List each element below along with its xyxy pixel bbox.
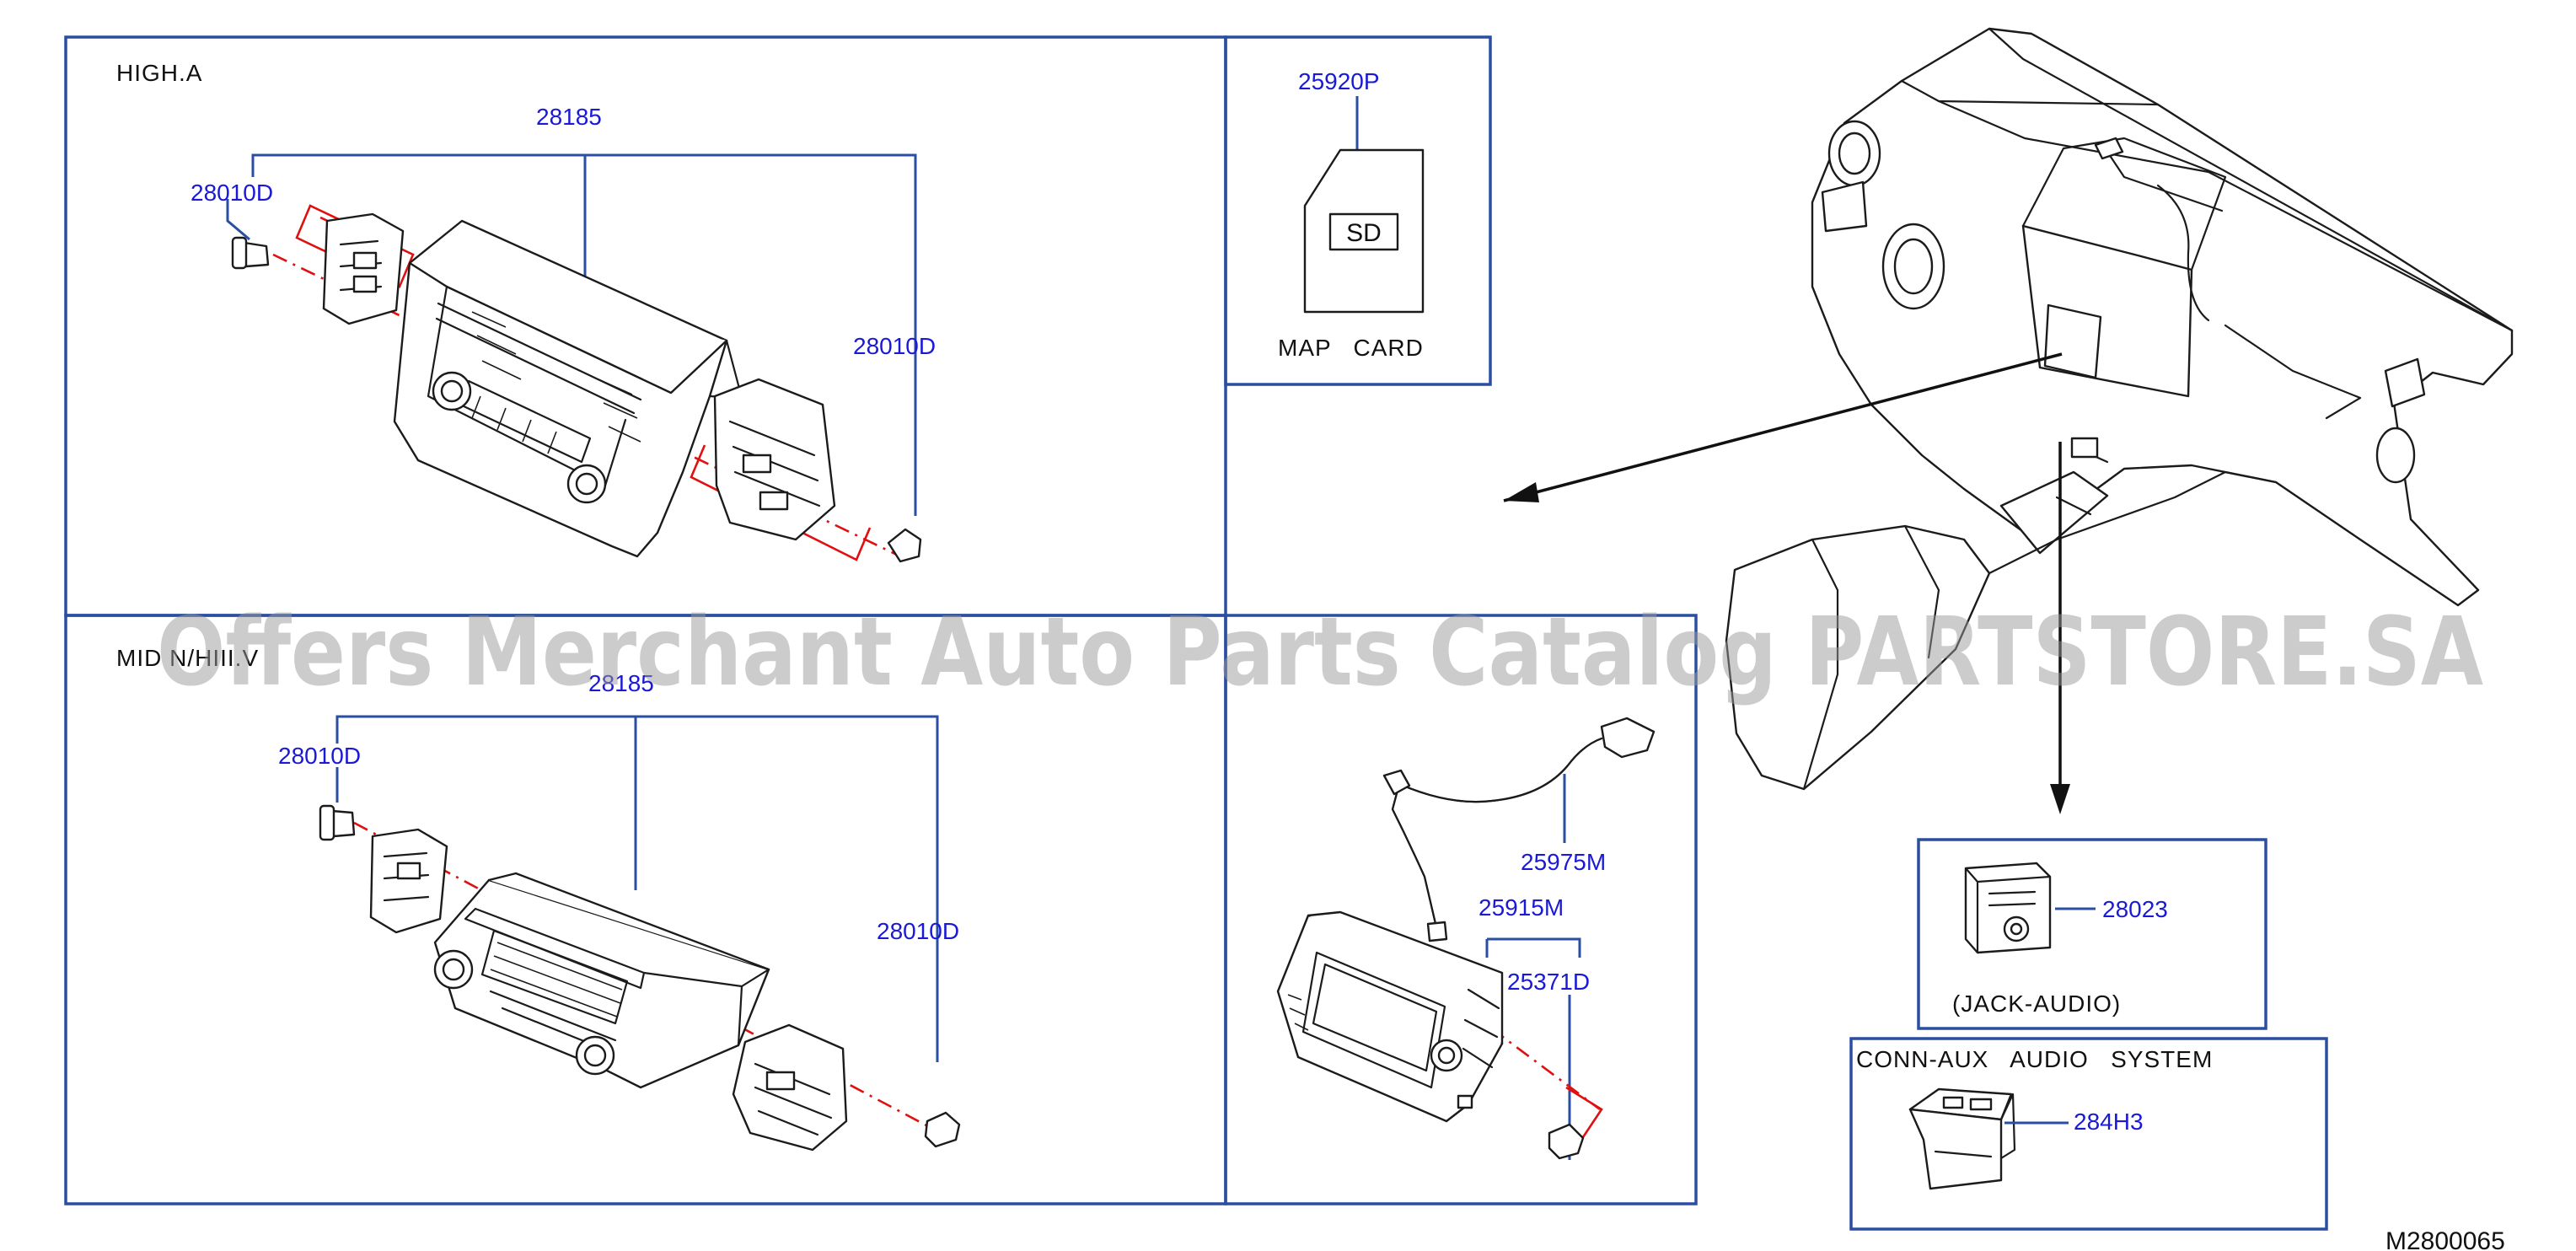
nav-part-antenna[interactable]: 25975M: [1521, 849, 1606, 875]
panel-nav-frame: [1224, 614, 1698, 1205]
jack-audio-icon[interactable]: [1964, 862, 2052, 954]
nav-head-unit[interactable]: [1276, 910, 1603, 1160]
aux-connector-icon[interactable]: [1908, 1087, 2016, 1190]
high-radio-unit[interactable]: [231, 204, 922, 563]
dashboard-illustration: [1503, 27, 2514, 814]
sd-caption: MAP CARD: [1278, 335, 1424, 361]
mid-radio-unit[interactable]: [319, 804, 961, 1152]
mid-part-screw-left[interactable]: 28010D: [278, 743, 361, 769]
panel-aux-frame: [1849, 1037, 2328, 1231]
panel-jack-frame: [1917, 838, 2267, 1030]
nav-antenna-cable[interactable]: [1382, 717, 1656, 942]
nav-part-unit[interactable]: 25915M: [1479, 894, 1564, 921]
panel-high-caption: HIGH.A: [116, 60, 202, 86]
mid-leader-bracket: [335, 715, 939, 1062]
sd-part-number[interactable]: 25920P: [1298, 68, 1380, 94]
sd-chip-label: SD: [1346, 219, 1382, 247]
aux-title: CONN-AUX AUDIO SYSTEM: [1856, 1046, 2213, 1072]
high-part-unit[interactable]: 28185: [536, 104, 602, 130]
mid-part-screw-right[interactable]: 28010D: [877, 918, 959, 944]
arrow-head-down: [2050, 784, 2070, 814]
panel-sd-frame: [1224, 35, 1492, 386]
nav-part-screw[interactable]: 25371D: [1507, 969, 1590, 995]
aux-part-number[interactable]: 284H3: [2074, 1109, 2144, 1135]
arrow-head-left: [1504, 482, 1539, 502]
jack-part-number[interactable]: 28023: [2102, 896, 2168, 922]
mid-part-unit[interactable]: 28185: [588, 670, 654, 696]
panel-mid-caption: MID N/HIII.V: [116, 645, 259, 671]
high-part-screw-right[interactable]: 28010D: [853, 333, 936, 359]
jack-caption: (JACK-AUDIO): [1952, 991, 2121, 1017]
watermark-text: Offers Merchant Auto Parts Catalog PARTS…: [157, 598, 2483, 707]
nav-leaders: [1485, 774, 1581, 1160]
diagram-code: M2800065: [2385, 1227, 2505, 1251]
high-part-screw-left[interactable]: 28010D: [191, 180, 273, 206]
sd-card-icon: SD: [1303, 148, 1425, 314]
